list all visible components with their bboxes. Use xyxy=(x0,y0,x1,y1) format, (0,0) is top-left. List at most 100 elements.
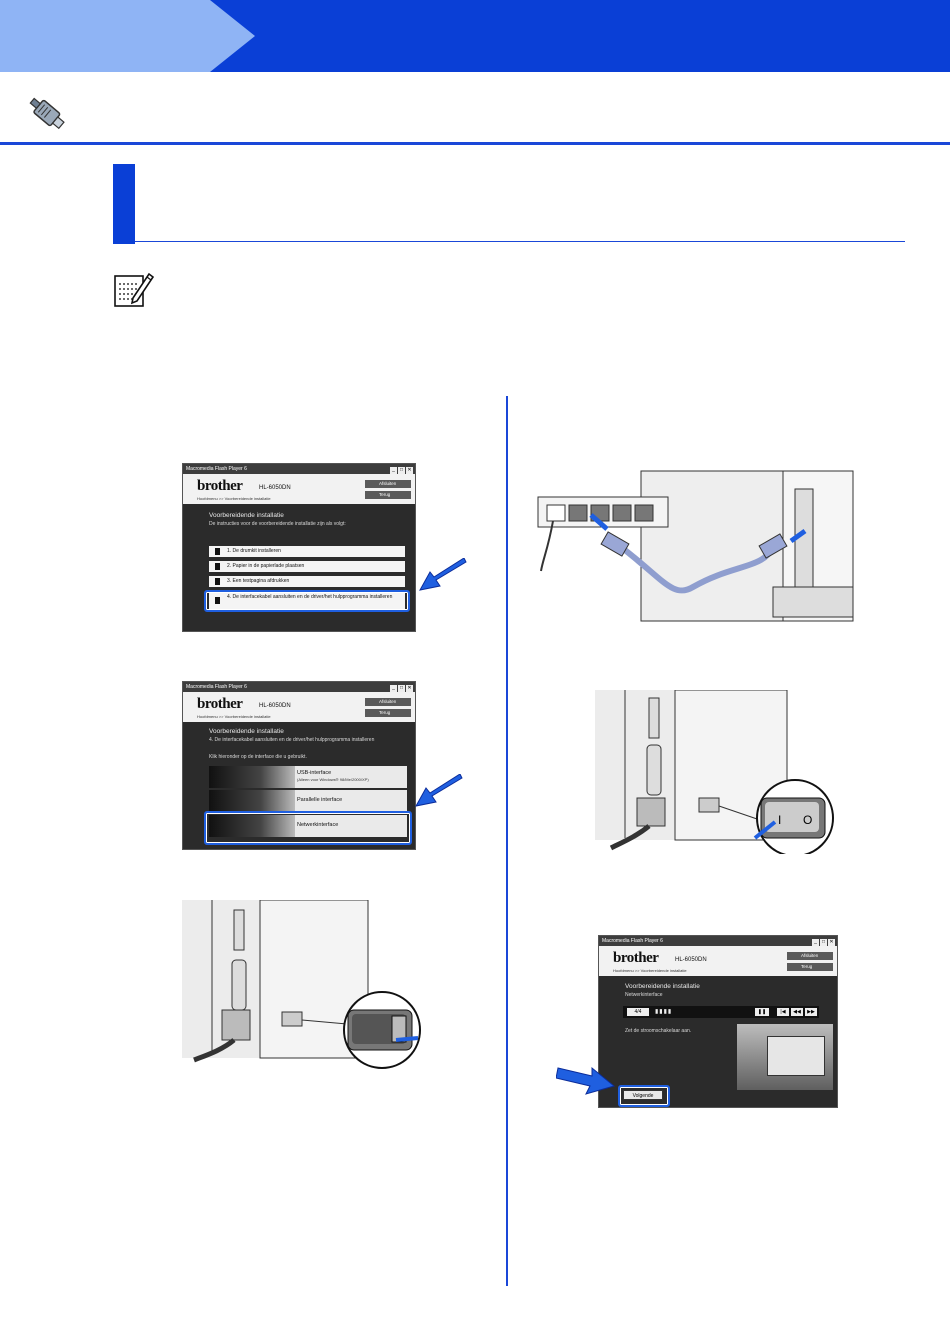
breadcrumb: Hoofdmenu >> Voorbereidende installatie xyxy=(197,496,271,501)
back-label: Terug xyxy=(801,964,813,969)
menu-item-interface[interactable]: 4. De interfacekabel aansluiten en de dr… xyxy=(209,593,405,609)
item-marker xyxy=(215,563,220,570)
exit-label: Afsluiten xyxy=(379,481,397,486)
interface-prompt: Klik hieronder op de interface die u geb… xyxy=(209,754,307,760)
close-icon[interactable]: ✕ xyxy=(406,467,413,474)
header-step-tab xyxy=(0,0,255,72)
minimize-icon[interactable]: _ xyxy=(390,685,397,692)
exit-button[interactable]: Afsluiten xyxy=(787,952,833,960)
network-cable-connection-illustration xyxy=(533,459,908,624)
close-icon[interactable]: ✕ xyxy=(828,939,835,946)
minimize-icon[interactable]: _ xyxy=(812,939,819,946)
skip-back-icon[interactable]: |◀ xyxy=(777,1008,789,1016)
window-header: brother HL-6050DN Hoofdmenu >> Voorberei… xyxy=(183,474,415,504)
printer-shape xyxy=(767,1036,825,1076)
usb-interface-button[interactable]: USB-interface (Alleen voor Windows® 98/M… xyxy=(209,766,407,788)
back-label: Terug xyxy=(379,710,391,715)
window-titlebar: Macromedia Flash Player 6 _□✕ xyxy=(183,464,415,474)
pointer-arrow-icon xyxy=(414,773,464,815)
window-controls: _□✕ xyxy=(389,683,413,693)
svg-text:O: O xyxy=(803,813,812,827)
back-button[interactable]: Terug xyxy=(365,709,411,717)
exit-label: Afsluiten xyxy=(801,953,819,958)
maximize-icon[interactable]: □ xyxy=(398,685,405,692)
power-switch-on-illustration: I O xyxy=(595,689,847,857)
item-marker xyxy=(215,597,220,604)
page-heading: Voorbereidende installatie xyxy=(209,728,284,735)
interface-label: USB-interface xyxy=(297,770,332,776)
breadcrumb: Hoofdmenu >> Voorbereidende installatie xyxy=(613,968,687,973)
model-name: HL-6050DN xyxy=(259,703,291,709)
column-divider xyxy=(506,396,508,1286)
exit-label: Afsluiten xyxy=(379,699,397,704)
exit-button[interactable]: Afsluiten xyxy=(365,698,411,706)
page-heading: Voorbereidende installatie xyxy=(625,983,700,990)
page-heading: Voorbereidende installatie xyxy=(209,512,284,519)
brand-logo: brother xyxy=(613,950,659,966)
highlight-frame xyxy=(204,811,412,845)
next-button[interactable]: Volgende xyxy=(623,1090,663,1100)
item-marker xyxy=(215,578,220,585)
window-controls: _□✕ xyxy=(389,465,413,475)
svg-text:I: I xyxy=(778,813,781,827)
rewind-icon[interactable]: ◀◀ xyxy=(791,1008,803,1016)
menu-item-label: 3. Een testpagina afdrukken xyxy=(227,578,290,584)
menu-item-testpage[interactable]: 3. Een testpagina afdrukken xyxy=(209,576,405,587)
note-icon xyxy=(113,268,155,308)
pointer-arrow-icon xyxy=(555,1062,616,1101)
menu-item-label: 1. De drumkit installeren xyxy=(227,548,281,554)
menu-item-label: 2. Papier in de papierlade plaatsen xyxy=(227,563,305,569)
printer-power-switch-illustration xyxy=(182,899,428,1070)
back-button[interactable]: Terug xyxy=(787,963,833,971)
fast-forward-icon[interactable]: ▶▶ xyxy=(805,1008,817,1016)
breadcrumb: Hoofdmenu >> Voorbereidende installatie xyxy=(197,714,271,719)
interface-label: Netwerkinterface xyxy=(297,822,339,828)
model-name: HL-6050DN xyxy=(259,485,291,491)
page-subtitle: Netwerkinterface xyxy=(625,992,663,998)
network-interface-button[interactable]: Netwerkinterface xyxy=(209,815,407,837)
window-controls: _□✕ xyxy=(811,937,835,947)
section-rule xyxy=(135,241,905,242)
highlight-frame xyxy=(618,1085,670,1107)
progress-blocks: ▮▮▮▮ xyxy=(655,1009,673,1015)
step-counter: 4/4 xyxy=(627,1008,649,1016)
pointer-arrow-icon xyxy=(418,557,468,599)
printer-photo xyxy=(737,1024,833,1090)
usb-cable-image xyxy=(209,766,295,788)
window-header: brother HL-6050DN Hoofdmenu >> Voorberei… xyxy=(183,692,415,722)
pause-icon[interactable]: ❚❚ xyxy=(755,1008,769,1016)
brand-logo: brother xyxy=(197,478,243,494)
cable-icon xyxy=(26,96,74,138)
back-label: Terug xyxy=(379,492,391,497)
menu-item-label: 4. De interfacekabel aansluiten en de dr… xyxy=(227,594,393,600)
next-label: Volgende xyxy=(632,1093,654,1099)
network-cable-image xyxy=(209,815,295,837)
exit-button[interactable]: Afsluiten xyxy=(365,480,411,488)
back-button[interactable]: Terug xyxy=(365,491,411,499)
maximize-icon[interactable]: □ xyxy=(398,467,405,474)
window-titlebar: Macromedia Flash Player 6 _□✕ xyxy=(183,682,415,692)
page-subtitle: De instructies voor de voorbereidende in… xyxy=(209,521,346,527)
maximize-icon[interactable]: □ xyxy=(820,939,827,946)
parallel-cable-image xyxy=(209,790,295,812)
window-title: Macromedia Flash Player 6 xyxy=(602,938,663,944)
installer-window-menu: Macromedia Flash Player 6 _□✕ brother HL… xyxy=(182,463,416,632)
item-marker xyxy=(215,548,220,555)
menu-item-drum[interactable]: 1. De drumkit installeren xyxy=(209,546,405,557)
instruction-text: Zet de stroomschakelaar aan. xyxy=(625,1028,692,1034)
window-title: Macromedia Flash Player 6 xyxy=(186,466,247,472)
installer-window-network: Macromedia Flash Player 6 _□✕ brother HL… xyxy=(598,935,838,1108)
brand-logo: brother xyxy=(197,696,243,712)
header-rule xyxy=(0,142,950,145)
minimize-icon[interactable]: _ xyxy=(390,467,397,474)
window-titlebar: Macromedia Flash Player 6 _□✕ xyxy=(599,936,837,946)
close-icon[interactable]: ✕ xyxy=(406,685,413,692)
page-subtitle: 4. De interfacekabel aansluiten en de dr… xyxy=(209,737,375,743)
interface-label: Parallelle interface xyxy=(297,797,343,803)
section-marker xyxy=(113,164,135,244)
menu-item-paper[interactable]: 2. Papier in de papierlade plaatsen xyxy=(209,561,405,572)
highlight-frame xyxy=(204,590,410,612)
media-controls: 4/4 ▮▮▮▮ ❚❚ |◀ ◀◀ ▶▶ xyxy=(623,1006,819,1018)
window-header: brother HL-6050DN Hoofdmenu >> Voorberei… xyxy=(599,946,837,976)
parallel-interface-button[interactable]: Parallelle interface xyxy=(209,790,407,812)
